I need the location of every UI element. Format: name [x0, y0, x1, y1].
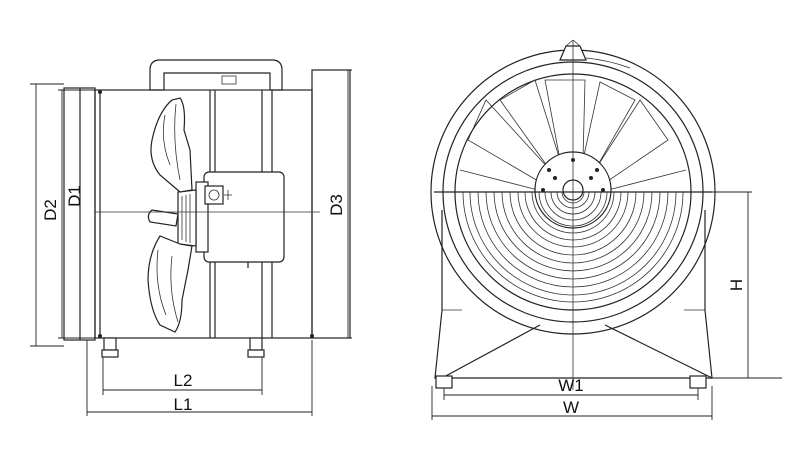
foot-left-base — [101, 349, 119, 358]
impeller-hub — [177, 189, 197, 247]
front-view: H W1 W — [430, 39, 782, 420]
label-D2: D2 — [41, 199, 60, 221]
front-blades — [459, 79, 687, 191]
front-foot-left — [435, 375, 453, 389]
label-W: W — [563, 398, 579, 417]
blade-top — [150, 97, 193, 193]
label-H: H — [727, 279, 746, 291]
side-handle — [149, 59, 283, 91]
front-foot-right — [689, 375, 707, 389]
label-L2: L2 — [174, 371, 193, 390]
foot-right-base — [247, 349, 265, 358]
blade-bottom — [147, 235, 193, 333]
label-L1: L1 — [174, 395, 193, 414]
foot-left — [103, 337, 117, 351]
label-W1: W1 — [558, 376, 584, 395]
front-base-frame — [434, 210, 713, 379]
blade-middle — [147, 209, 179, 227]
foot-right — [249, 337, 263, 351]
terminal-box — [204, 185, 224, 205]
label-D1: D1 — [65, 185, 84, 207]
side-view: D2 D1 D3 L2 L1 — [30, 59, 352, 416]
label-D3: D3 — [327, 194, 346, 216]
handle-plate — [221, 75, 237, 85]
